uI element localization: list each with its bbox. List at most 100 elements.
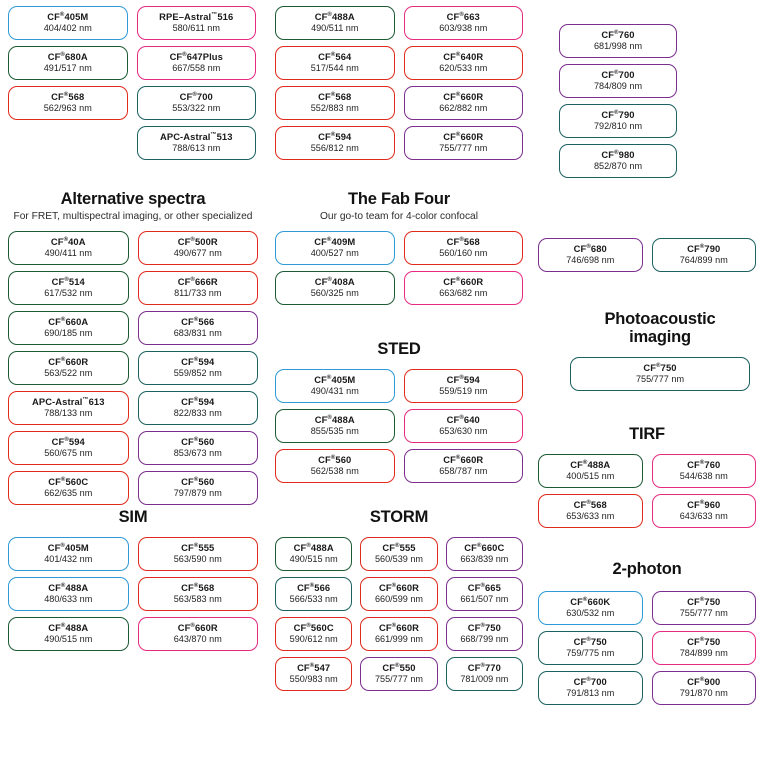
dye-name: CF®488A: [314, 10, 355, 22]
trademark-mark: ®: [60, 51, 65, 58]
dye-name: CF®960: [687, 498, 721, 510]
trademark-mark: ®: [327, 11, 332, 18]
dye-name: CF®594: [318, 130, 352, 142]
trademark-mark: ™: [82, 396, 89, 403]
dye-wavelengths: 559/852 nm: [173, 368, 222, 379]
dye-wavelengths: 563/522 nm: [44, 368, 93, 379]
dye-wavelengths: 855/535 nm: [310, 426, 359, 437]
dye-name: CF®555: [382, 541, 416, 553]
trademark-mark: ®: [193, 396, 199, 403]
section-title-storm: STORM: [369, 508, 429, 526]
trademark-mark: ®: [455, 51, 461, 58]
trademark-mark: ®: [60, 476, 66, 483]
trademark-mark: ®: [614, 29, 619, 36]
trademark-mark: ®: [582, 596, 588, 603]
dye-name: CF®594: [51, 435, 85, 447]
dye-wavelengths: 553/322 nm: [172, 103, 221, 114]
trademark-mark: ®: [391, 582, 397, 589]
trademark-mark: ™: [210, 131, 217, 138]
trademark-mark: ®: [60, 542, 65, 549]
dye-name: CF®980: [601, 148, 635, 160]
dye-name: CF®660R: [443, 275, 484, 287]
